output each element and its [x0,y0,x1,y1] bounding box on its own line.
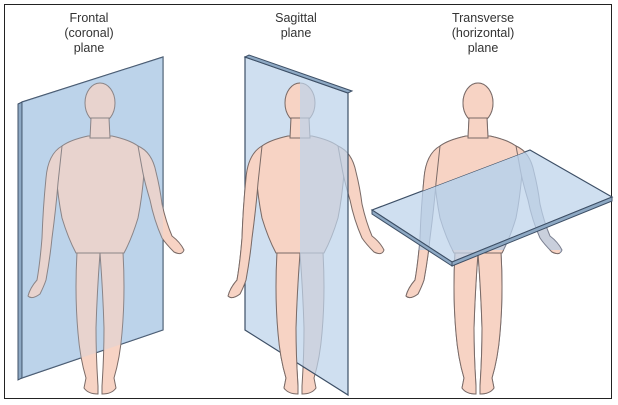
sagittal-panel [227,54,385,397]
transverse-plane-label: Transverse (horizontal) plane [451,11,515,55]
transverse-plane [370,149,614,263]
frontal-plane-label: Frontal (coronal) plane [64,11,114,55]
transverse-figure [405,82,563,210]
sagittal-plane-edge [243,54,354,94]
frontal-figure [27,82,185,395]
transverse-panel [370,82,614,395]
sagittal-plane-label: Sagittal plane [275,11,317,40]
frontal-plane-edge [17,101,23,381]
frontal-panel [17,56,185,395]
